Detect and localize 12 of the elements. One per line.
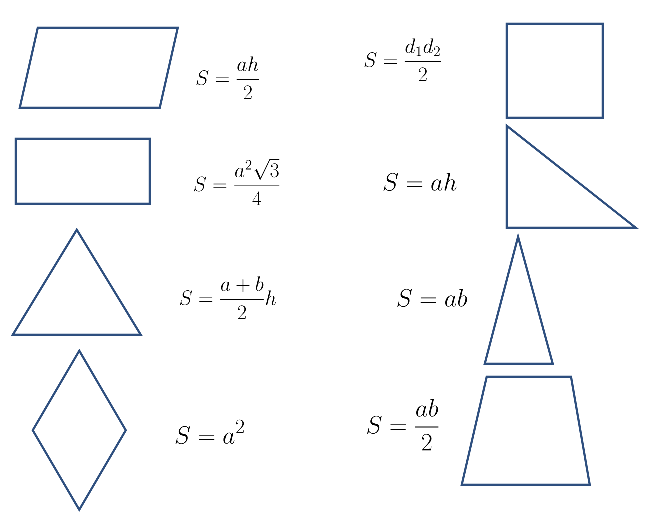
area-formula: $S=\frac{a+b}{2}h$ <box>180 276 276 320</box>
square-shape <box>506 22 604 120</box>
rectangle-shape <box>14 138 152 206</box>
area-formula: $S=\frac{a^2\sqrt{3}}{4}$ <box>194 159 280 206</box>
area-formula: $S=\frac{ab}{2}$ <box>367 399 439 451</box>
area-formula: $S=ab$ <box>398 289 468 308</box>
trapezoid-shape <box>460 376 592 486</box>
area-formula: $S=ah$ <box>384 173 457 192</box>
parallelogram-shape <box>18 26 180 110</box>
area-formula: $S=\frac{ah}{2}$ <box>196 56 260 100</box>
area-formula: $S=\frac{d_1d_2}{2}$ <box>364 38 442 82</box>
area-formula: $S=a^2$ <box>176 420 244 444</box>
